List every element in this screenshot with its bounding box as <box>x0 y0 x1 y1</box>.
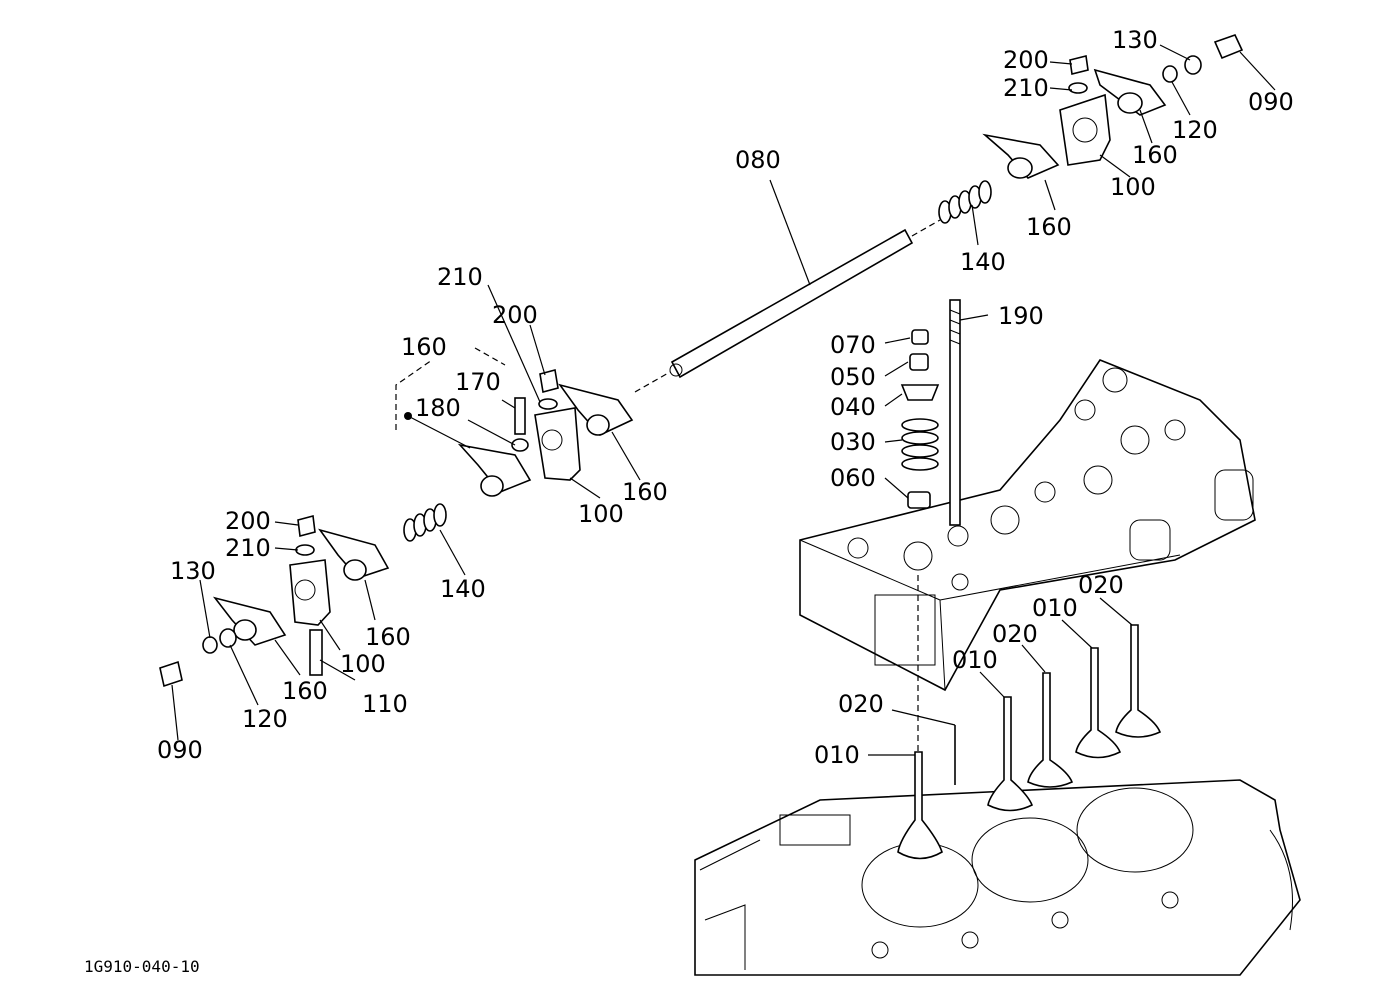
callout-160-left-a: 160 <box>365 623 411 651</box>
callout-170: 170 <box>455 368 501 396</box>
callout-030: 030 <box>830 428 876 456</box>
callout-020-b: 020 <box>992 620 1038 648</box>
valve-5 <box>1075 647 1122 759</box>
callout-210-top-right: 210 <box>1003 74 1049 102</box>
callout-160-left-b: 160 <box>282 677 328 705</box>
callout-130-top-right: 130 <box>1112 26 1158 54</box>
valve-1 <box>897 751 943 860</box>
callout-060: 060 <box>830 464 876 492</box>
leader-lines <box>171 44 1276 756</box>
callout-210-left: 210 <box>225 534 271 562</box>
callout-130-left: 130 <box>170 557 216 585</box>
callout-010-c: 010 <box>814 741 860 769</box>
callout-120-left: 120 <box>242 705 288 733</box>
callout-200-top-right: 200 <box>1003 46 1049 74</box>
callout-160-right-b: 160 <box>1026 213 1072 241</box>
callout-050: 050 <box>830 363 876 391</box>
callout-160-right-a: 160 <box>1132 141 1178 169</box>
callout-100-left: 100 <box>340 650 386 678</box>
valve-4 <box>1027 672 1074 788</box>
callout-090-top-right: 090 <box>1248 88 1294 116</box>
drawing-number: 1G910-040-10 <box>84 957 200 976</box>
valve-6 <box>1115 624 1162 738</box>
callout-160-middle-right: 160 <box>622 478 668 506</box>
callout-040: 040 <box>830 393 876 421</box>
callout-200-middle: 200 <box>492 301 538 329</box>
callout-160-middle-bracket: 160 <box>401 333 447 361</box>
valve-3 <box>987 696 1034 812</box>
callout-140-right: 140 <box>960 248 1006 276</box>
callout-070: 070 <box>830 331 876 359</box>
valve-spring-assembly <box>900 329 940 509</box>
callout-080-shaft: 080 <box>735 146 781 174</box>
callout-100-middle: 100 <box>578 500 624 528</box>
callout-100-right: 100 <box>1110 173 1156 201</box>
right-rocker-group <box>938 34 1244 224</box>
rocker-shaft <box>634 219 941 393</box>
callout-190-stud: 190 <box>998 302 1044 330</box>
stud-bolt <box>949 299 961 526</box>
callout-090-left: 090 <box>157 736 203 764</box>
callout-110: 110 <box>362 690 408 718</box>
callout-200-left: 200 <box>225 507 271 535</box>
valves <box>897 624 1162 860</box>
callout-labels: 200 130 210 090 120 160 100 080 160 140 … <box>157 26 1294 769</box>
cylinder-head <box>799 359 1256 692</box>
left-rocker-group <box>159 514 390 688</box>
engine-block <box>694 779 1301 976</box>
callout-180: 180 <box>415 394 461 422</box>
callout-120-top-right: 120 <box>1172 116 1218 144</box>
callout-020-c: 020 <box>838 690 884 718</box>
callout-140-left: 140 <box>440 575 486 603</box>
middle-rocker-group <box>395 347 634 542</box>
callout-010-b: 010 <box>952 646 998 674</box>
callout-010-a: 010 <box>1032 594 1078 622</box>
callout-210-middle: 210 <box>437 263 483 291</box>
callout-020-a: 020 <box>1078 571 1124 599</box>
